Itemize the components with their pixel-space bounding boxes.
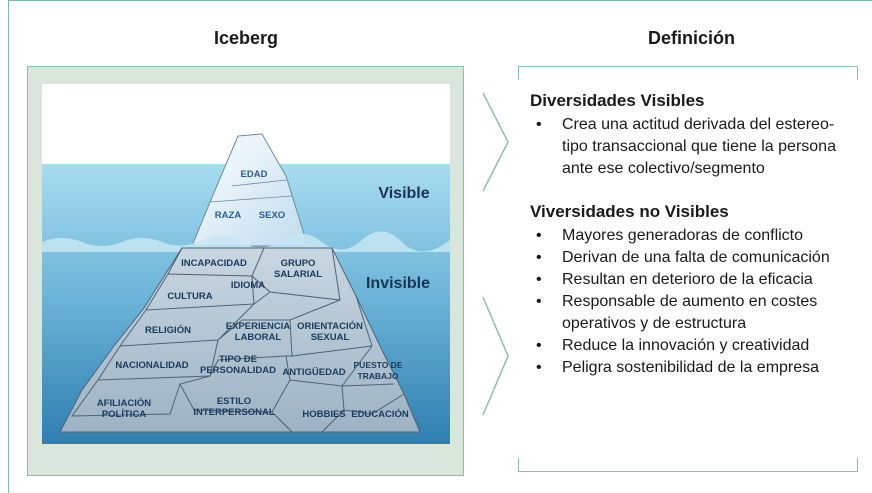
- water-surface: [42, 231, 450, 252]
- list-item-line: Reduce la innovación y creatividad: [562, 337, 810, 354]
- list-item-line: Derivan de una falta de comunicación: [562, 249, 830, 266]
- iceberg-header: Iceberg: [214, 28, 279, 48]
- list-item: Reduce la innovación y creatividad: [530, 335, 860, 357]
- frame-border-top: [8, 0, 872, 1]
- label-afiliacion-1: AFILIACIÓN: [97, 397, 151, 409]
- label-nacionalidad: NACIONALIDAD: [115, 360, 188, 371]
- list-item-line: Mayores generadoras de conflicto: [562, 227, 804, 244]
- invisible-heading: Viversidades no Visibles: [530, 202, 729, 221]
- label-grupo-salarial-2: SALARIAL: [274, 269, 322, 280]
- label-estilo-1: ESTILO: [217, 396, 251, 407]
- list-item: Crea una actitud derivada del estereo- t…: [530, 114, 860, 180]
- iceberg-illustration: EDAD RAZA SEXO INCAPACIDAD GRUPO SALARIA…: [42, 84, 450, 444]
- label-cultura: CULTURA: [167, 291, 212, 302]
- list-item: Mayores generadoras de conflicto: [530, 225, 860, 247]
- invisible-list: Mayores generadoras de conflicto Derivan…: [530, 225, 860, 379]
- label-tipo-1: TIPO DE: [219, 354, 257, 365]
- label-religion: RELIGIÓN: [145, 324, 191, 336]
- label-puesto-1: PUESTO DE: [354, 360, 403, 370]
- visible-heading: Diversidades Visibles: [530, 91, 705, 110]
- label-puesto-2: TRABAJO: [357, 371, 398, 381]
- label-sexo: SEXO: [259, 210, 285, 221]
- frame-border-left: [8, 0, 9, 493]
- list-item: Resultan en deterioro de la eficacia: [530, 269, 860, 291]
- label-estilo-2: INTERPERSONAL: [193, 407, 274, 418]
- label-idioma: IDIOMA: [231, 280, 265, 291]
- label-raza: RAZA: [215, 210, 242, 221]
- iceberg-underwater: [59, 247, 421, 433]
- list-item-line: ante ese colectivo/segmento: [562, 160, 765, 177]
- label-grupo-salarial-1: GRUPO: [281, 258, 316, 269]
- visible-label: Visible: [378, 185, 429, 202]
- list-item-line: Responsable de aumento en costes: [562, 293, 818, 310]
- label-antiguedad: ANTIGÜEDAD: [282, 367, 345, 378]
- label-experiencia-2: LABORAL: [235, 332, 282, 343]
- list-item: Derivan de una falta de comunicación: [530, 247, 860, 269]
- label-experiencia-1: EXPERIENCIA: [226, 321, 291, 332]
- list-item: Responsable de aumento en costes operati…: [530, 291, 860, 335]
- label-edad: EDAD: [241, 169, 268, 180]
- list-item-line: tipo transaccional que tiene la persona: [562, 138, 836, 155]
- definition-header: Definición: [648, 28, 736, 48]
- label-afiliacion-2: POLÍTICA: [102, 409, 146, 420]
- definition-box: [518, 66, 858, 472]
- definition-content: Diversidades Visibles Crea una actitud d…: [530, 90, 860, 379]
- arrow-visible-icon: [482, 92, 509, 192]
- visible-list: Crea una actitud derivada del estereo- t…: [530, 114, 860, 180]
- tip-divider: [209, 179, 293, 203]
- list-item: Peligra sostenibilidad de la empresa: [530, 357, 860, 379]
- list-item-line: Crea una actitud derivada del estereo-: [562, 116, 835, 133]
- arrow-invisible-icon: [482, 296, 509, 416]
- iceberg-divisions: [71, 247, 405, 433]
- label-orientacion-2: SEXUAL: [311, 332, 350, 343]
- label-orientacion-1: ORIENTACIÓN: [297, 320, 363, 332]
- label-incapacidad: INCAPACIDAD: [181, 258, 247, 269]
- list-item-line: Resultan en deterioro de la eficacia: [562, 271, 813, 288]
- label-educacion: EDUCACIÓN: [351, 408, 409, 420]
- list-item-line: Peligra sostenibilidad de la empresa: [562, 359, 820, 376]
- list-item-line: operativos y de estructura: [562, 315, 747, 332]
- label-tipo-2: PERSONALIDAD: [200, 365, 276, 376]
- invisible-label: Invisible: [366, 275, 430, 292]
- label-hobbies: HOBBIES: [302, 409, 345, 420]
